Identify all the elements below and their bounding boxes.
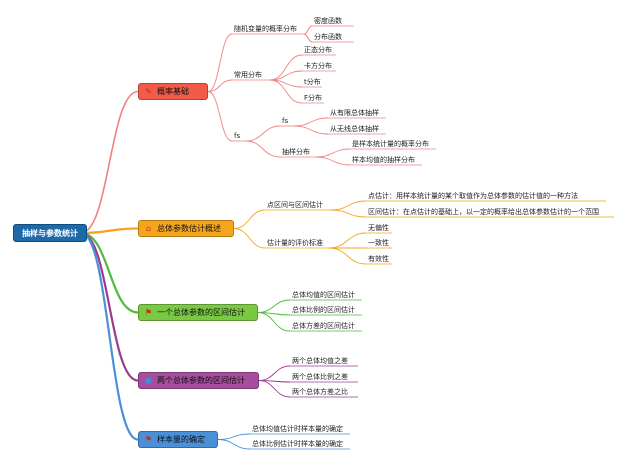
topic-b1-2-1[interactable]: 正态分布 — [304, 46, 332, 54]
branch-1[interactable]: ✎ 概率基础 — [138, 83, 208, 100]
connector-b2-1-1 — [330, 200, 367, 211]
connector-b1-3-2-2 — [315, 156, 351, 166]
connector-b1-3 — [207, 91, 233, 142]
flag-icon: ⚑ — [144, 435, 153, 444]
topic-b5-2[interactable]: 总体比例估计时样本量的确定 — [252, 440, 343, 448]
branch-3[interactable]: ⚑ 一个总体参数的区间估计 — [138, 304, 258, 321]
connector-b1-1 — [207, 33, 233, 92]
topic-b2-1[interactable]: 点区间与区间估计 — [267, 201, 323, 209]
topic-b1-1-2[interactable]: 分布函数 — [314, 33, 342, 41]
topic-b1-1[interactable]: 随机变量的概率分布 — [234, 25, 297, 33]
branch-label: 样本量的确定 — [157, 435, 205, 444]
topic-b2-2[interactable]: 估计量的评价标准 — [267, 239, 323, 247]
topic-b1-3-1-2[interactable]: 从无线总体抽样 — [330, 125, 379, 133]
topic-b4-1[interactable]: 两个总体均值之差 — [292, 357, 348, 365]
connector-b1-3-1-2 — [293, 125, 329, 135]
connector-b2-2-1 — [328, 232, 367, 249]
topic-b4-3[interactable]: 两个总体方差之比 — [292, 388, 348, 396]
topic-b1-1-1[interactable]: 密度函数 — [314, 17, 342, 25]
topic-b3-3[interactable]: 总体方差的区间估计 — [292, 322, 355, 330]
topic-b2-2-2[interactable]: 一致性 — [368, 239, 389, 247]
topic-b3-1[interactable]: 总体均值的区间估计 — [292, 291, 355, 299]
topic-b1-2-3[interactable]: t分布 — [304, 78, 321, 86]
connector-b3-3 — [257, 312, 291, 332]
connector-b2-2-3 — [328, 247, 367, 265]
connector-b2-1-2 — [330, 209, 367, 218]
connector-b1-3-1 — [245, 125, 281, 142]
topic-b5-1[interactable]: 总体均值估计时样本量的确定 — [252, 425, 343, 433]
flag-icon: ⚑ — [144, 308, 153, 317]
connector-b5-1 — [217, 433, 251, 440]
topic-b2-2-3[interactable]: 有效性 — [368, 255, 389, 263]
topic-b1-2-4[interactable]: F分布 — [304, 94, 323, 102]
branch-label: 一个总体参数的区间估计 — [157, 308, 245, 317]
topic-b2-1-1[interactable]: 点估计：用样本统计量的某个取值作为总体参数的估计值的一种方法 — [368, 192, 578, 200]
branch-label: 两个总体参数的区间估计 — [157, 376, 245, 385]
connector-root-branch-3 — [80, 231, 139, 314]
topic-b1-2[interactable]: 常用分布 — [234, 71, 262, 79]
root-topic[interactable]: 抽样与参数统计 — [13, 224, 87, 242]
connector-b1-3-1-1 — [293, 117, 329, 127]
globe-icon: ● — [145, 376, 152, 385]
connector-b1-2 — [207, 79, 233, 92]
topic-b1-3-2-2[interactable]: 样本均值的抽样分布 — [352, 156, 415, 164]
connector-b2-2 — [233, 228, 266, 249]
connector-b4-1 — [258, 365, 291, 381]
topic-b1-3-2[interactable]: 抽样分布 — [282, 148, 310, 156]
connector-b2-1 — [233, 209, 266, 229]
topic-b1-3-2-1[interactable]: 是样本统计量的概率分布 — [352, 140, 429, 148]
connector-b1-2-1 — [269, 54, 303, 81]
topic-b2-1-2[interactable]: 区间估计：在点估计的基础上，以一定的概率给出总体参数估计的一个范围 — [368, 208, 599, 216]
connector-b3-1 — [257, 299, 291, 313]
branch-5[interactable]: ⚑ 样本量的确定 — [138, 431, 218, 448]
connector-root-branch-1 — [80, 90, 139, 234]
branch-label: 总体参数估计概述 — [157, 224, 221, 233]
connector-b5-2 — [217, 439, 251, 450]
topic-b4-2[interactable]: 两个总体比例之差 — [292, 373, 348, 381]
topic-b1-3-1-1[interactable]: 从有限总体抽样 — [330, 109, 379, 117]
topic-b2-2-1[interactable]: 无偏性 — [368, 224, 389, 232]
house-icon: ⌂ — [145, 224, 152, 233]
branch-label: 概率基础 — [157, 87, 189, 96]
topic-b3-2[interactable]: 总体比例的区间估计 — [292, 306, 355, 314]
branch-4[interactable]: ● 两个总体参数的区间估计 — [138, 372, 259, 389]
topic-b1-3-1[interactable]: fs — [282, 117, 289, 125]
connector-root-branch-5 — [80, 231, 139, 441]
topic-b1-2-2[interactable]: 卡方分布 — [304, 62, 332, 70]
connector-b1-3-2 — [245, 140, 281, 158]
topic-b1-3[interactable]: fs — [234, 132, 241, 140]
connector-root-branch-2 — [80, 227, 139, 235]
connector-b1-3-2-1 — [315, 148, 351, 158]
connector-b1-1-1 — [303, 25, 313, 35]
connector-b1-1-2 — [303, 33, 313, 43]
branch-2[interactable]: ⌂ 总体参数估计概述 — [138, 220, 234, 237]
tools-icon: ✎ — [145, 87, 152, 96]
connector-b4-3 — [258, 380, 291, 398]
connector-b1-2-4 — [269, 79, 303, 104]
connector-root-branch-4 — [80, 231, 139, 382]
